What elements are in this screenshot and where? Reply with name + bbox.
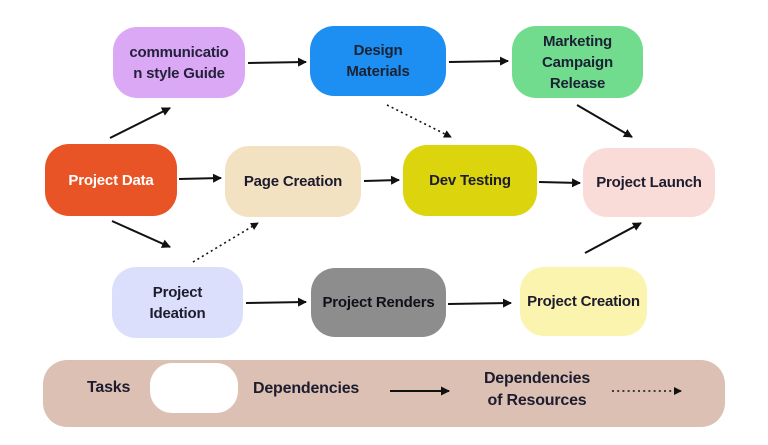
legend-dependencies-label: Dependencies xyxy=(253,380,360,397)
node-label-line: Materials xyxy=(346,63,410,80)
node-project-renders: Project Renders xyxy=(311,268,446,337)
legend-bar: Tasks Dependencies Dependencies of Resou… xyxy=(43,360,725,427)
node-project-data: Project Data xyxy=(45,144,177,216)
node-label-line: Project Renders xyxy=(322,294,435,311)
node-label-line: Page Creation xyxy=(243,173,343,190)
task-swatch xyxy=(150,363,238,413)
arrow-marketing-campaign-release-to-project-launch xyxy=(576,104,633,138)
legend-dep-res-line2: of Resources xyxy=(487,392,587,409)
node-label-line: Marketing xyxy=(542,32,613,50)
arrow-project-data-to-page-creation xyxy=(178,173,222,183)
node-label-line: Project Creation xyxy=(527,293,640,310)
arrow-design-materials-to-marketing-campaign-release xyxy=(448,56,509,66)
arrow-project-renders-to-project-creation xyxy=(447,298,512,308)
node-label-line: Ideation xyxy=(149,304,206,322)
node-dev-testing: Dev Testing xyxy=(403,145,537,216)
arrow-project-data-to-communication-style-guide xyxy=(109,107,171,139)
node-communication-style-guide: communicatio n style Guide xyxy=(113,27,245,98)
arrow-design-materials-to-dev-testing xyxy=(386,104,452,138)
node-label-line: communicatio xyxy=(129,43,229,61)
legend-tasks-label: Tasks xyxy=(87,379,131,396)
arrow-project-ideation-to-page-creation xyxy=(192,222,259,263)
arrow-dev-testing-to-project-launch xyxy=(538,178,581,188)
node-label-line: Design xyxy=(353,42,403,59)
legend-solid-arrow-icon xyxy=(390,386,682,396)
node-label-line: Release xyxy=(549,74,606,92)
node-label-line: Project Launch xyxy=(596,174,702,191)
node-page-creation: Page Creation xyxy=(225,146,361,217)
node-label-line: Dev Testing xyxy=(429,172,511,189)
arrow-communication-style-guide-to-design-materials xyxy=(247,57,307,67)
node-project-launch: Project Launch xyxy=(583,148,715,217)
node-label-line: Project xyxy=(152,283,203,301)
node-label-line: Project Data xyxy=(68,171,154,189)
arrow-project-data-to-project-ideation xyxy=(111,220,171,248)
node-label-line: n style Guide xyxy=(133,64,225,82)
node-label-line: Campaign xyxy=(542,53,613,71)
legend-dependencies-resources-label: Dependencies of Resources xyxy=(457,368,617,412)
node-project-creation: Project Creation xyxy=(520,267,647,336)
legend-dep-res-line1: Dependencies xyxy=(483,370,591,387)
arrow-project-ideation-to-project-renders xyxy=(245,297,307,307)
arrow-page-creation-to-dev-testing xyxy=(363,175,400,185)
arrow-project-creation-to-project-launch xyxy=(584,222,642,254)
